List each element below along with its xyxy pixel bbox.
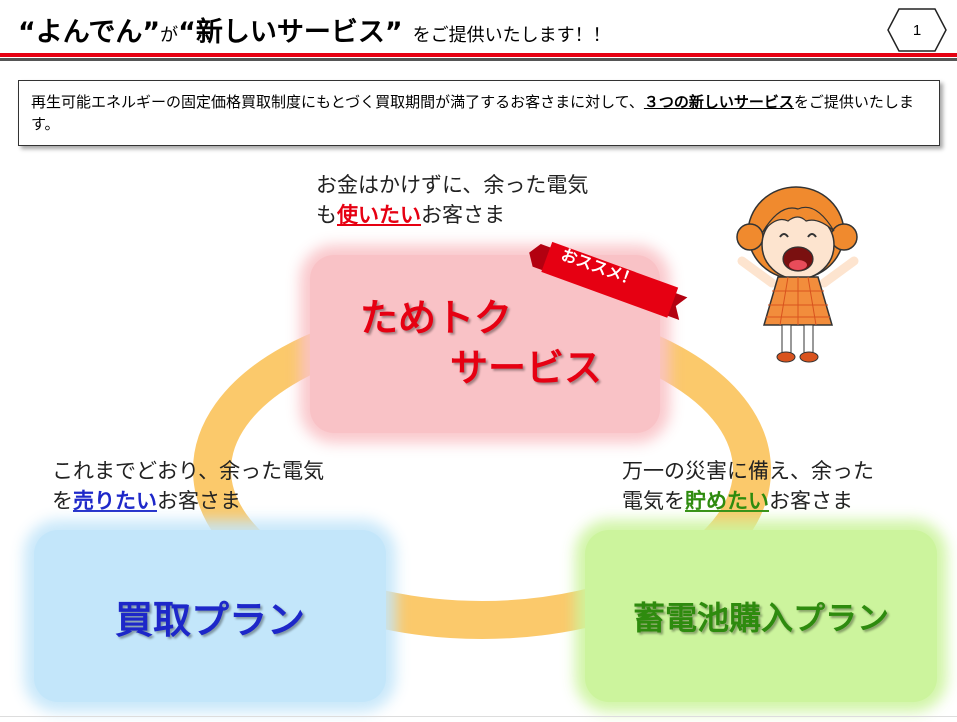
chikuden-plan-box[interactable]: 蓄電池購入プラン (585, 530, 937, 702)
intro-box: 再生可能エネルギーの固定価格買取制度にもとづく買取期間が満了するお客さまに対して… (18, 80, 940, 146)
kaitori-caption-line1: これまでどおり、余った電気 (52, 459, 325, 483)
kaitori-caption-em: 売りたい (73, 489, 157, 513)
title-offer: をご提供いたします！！ (412, 25, 611, 46)
tametoku-title-line1: ためトク (360, 296, 513, 340)
tametoku-caption: お金はかけずに、余った電気 も使いたいお客さま (316, 170, 588, 230)
recommend-ribbon-icon (529, 241, 688, 320)
chikuden-caption-em: 貯めたい (685, 489, 769, 513)
chikuden-caption-post: お客さま (769, 489, 853, 513)
page-number: 1 (912, 21, 922, 39)
tametoku-caption-pre: も (316, 203, 337, 227)
chikuden-caption: 万一の災害に備え、余った 電気を貯めたいお客さま (622, 456, 874, 516)
title-underline-red (0, 53, 957, 57)
kaitori-caption: これまでどおり、余った電気 を売りたいお客さま (52, 456, 324, 516)
intro-text-before: 再生可能エネルギーの固定価格買取制度にもとづく買取期間が満了するお客さまに対して… (31, 93, 644, 111)
jumping-girl-illustration (736, 186, 859, 363)
kaitori-plan-box[interactable]: 買取プラン (34, 530, 386, 702)
title-yonden: “よんでん” (18, 17, 161, 48)
title-ga: が (160, 25, 179, 46)
title-new-service: “新しいサービス” (178, 17, 403, 48)
intro-emphasis: ３つの新しいサービス (643, 93, 794, 111)
title-underline-gray (0, 58, 957, 61)
kaitori-caption-post: お客さま (157, 489, 241, 513)
chikuden-caption-line1: 万一の災害に備え、余った (622, 459, 874, 483)
footer-divider (0, 716, 957, 717)
kaitori-plan-title: 買取プラン (114, 597, 305, 642)
chikuden-caption-pre: 電気を (622, 489, 685, 513)
tametoku-title-line2: サービス (450, 346, 603, 390)
kaitori-caption-pre: を (52, 489, 73, 513)
chikuden-plan-title: 蓄電池購入プラン (632, 599, 889, 637)
hexagon-icon (887, 8, 947, 52)
intro-text-after: をご提供いたします。 (31, 93, 914, 133)
tametoku-caption-em: 使いたい (337, 203, 421, 227)
page-title: “よんでん” が “新しいサービス” をご提供いたします！！ (18, 10, 611, 50)
tametoku-caption-line1: お金はかけずに、余った電気 (316, 173, 589, 197)
tametoku-caption-post: お客さま (421, 203, 505, 227)
page-number-badge: 1 (887, 8, 947, 52)
